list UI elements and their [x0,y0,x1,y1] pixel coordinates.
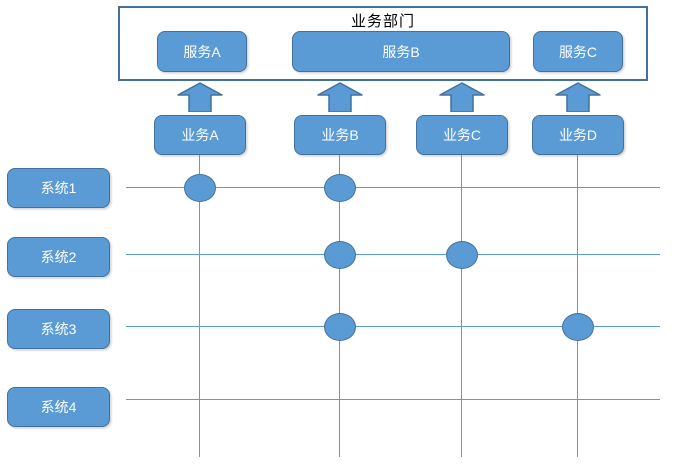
grid-horizontal-line [126,187,660,188]
business-box-label: 业务C [442,127,482,143]
grid-horizontal-line [126,326,660,327]
business-box-label: 业务B [321,127,359,143]
service-box-label: 服务C [558,43,598,60]
grid-vertical-line [577,155,578,457]
system-box-label: 系统1 [40,180,77,196]
business-box-a: 业务A [154,115,246,155]
system-box-label: 系统2 [40,249,77,265]
system-box-label: 系统3 [40,321,77,337]
system-box-3: 系统3 [7,309,110,349]
service-box-a: 服务A [157,31,247,72]
grid-horizontal-line [126,254,660,255]
matrix-dot [446,241,478,269]
up-arrow-icon [555,82,601,112]
business-box-c: 业务C [416,115,508,155]
system-box-2: 系统2 [7,237,110,277]
matrix-dot [324,241,356,269]
up-arrow-icon [439,82,485,112]
grid-vertical-line [461,155,462,457]
business-box-b: 业务B [294,115,386,155]
grid-horizontal-line [126,399,660,400]
business-box-d: 业务D [532,115,624,155]
system-box-label: 系统4 [40,399,77,415]
system-box-1: 系统1 [7,168,110,208]
service-box-label: 服务B [382,43,420,60]
system-box-4: 系统4 [7,387,110,427]
matrix-dot [562,313,594,341]
business-dept-title: 业务部门 [350,13,415,30]
business-box-label: 业务D [558,127,598,143]
grid-vertical-line [199,155,200,457]
grid-vertical-line [339,155,340,457]
matrix-dot [184,174,216,202]
matrix-dot [324,313,356,341]
service-box-b: 服务B [292,31,510,72]
service-box-c: 服务C [533,31,623,72]
matrix-dot [324,174,356,202]
up-arrow-icon [177,82,223,112]
service-box-label: 服务A [183,43,221,60]
up-arrow-icon [317,82,363,112]
business-box-label: 业务A [181,127,219,143]
